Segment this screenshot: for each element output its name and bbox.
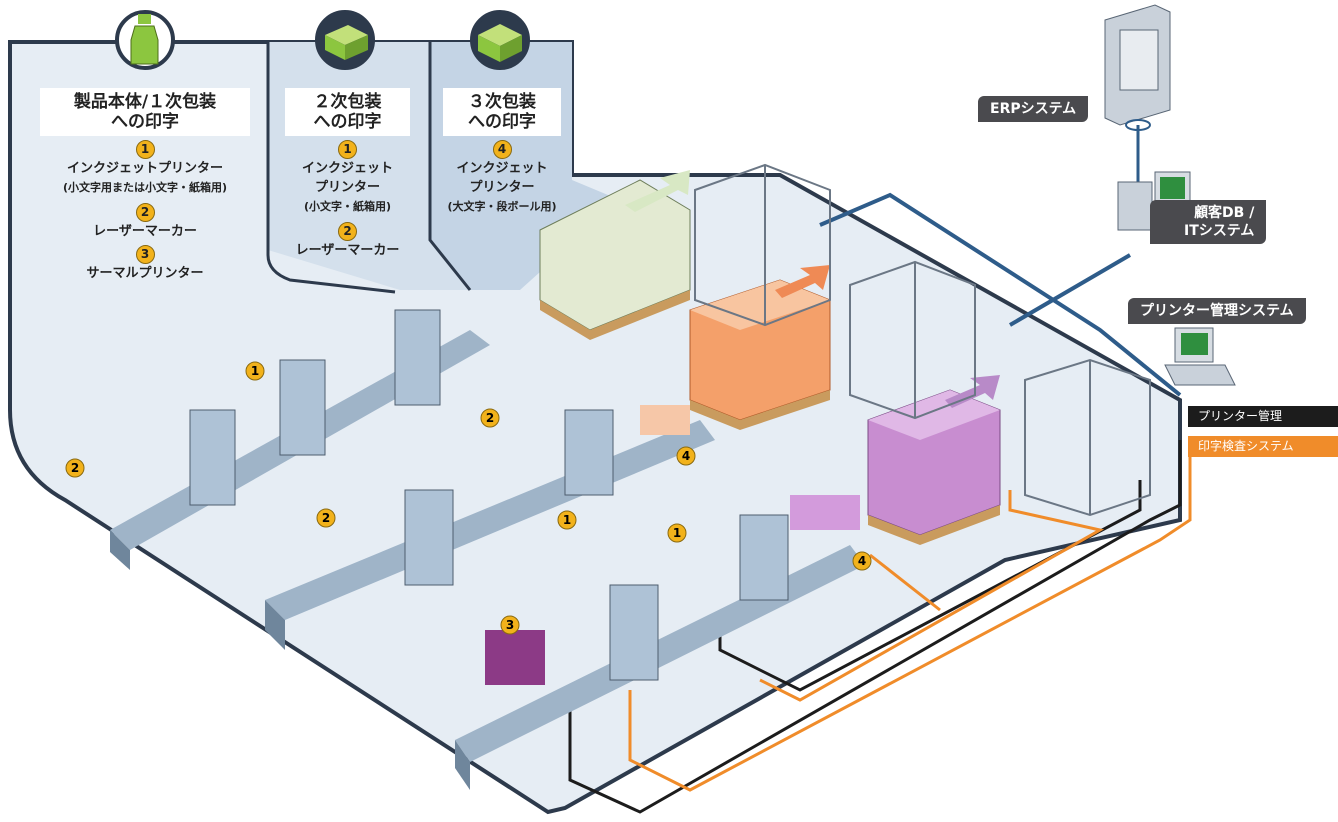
svg-text:3: 3 bbox=[506, 618, 514, 632]
zone1-title: 製品本体/１次包装 への印字 bbox=[40, 88, 250, 136]
svg-text:1: 1 bbox=[251, 364, 259, 378]
marker-1b: 1 bbox=[557, 510, 577, 530]
zone3-item1-num: 4 bbox=[492, 140, 512, 159]
customer-db-server bbox=[1117, 171, 1191, 231]
zone1-item1-num: 1 bbox=[135, 140, 155, 159]
zone3-item1-line3: (大文字・段ボール用) bbox=[447, 200, 557, 213]
zone1-item1-line1: インクジェットプリンター bbox=[66, 161, 223, 176]
pallet-green bbox=[539, 170, 691, 340]
svg-text:2: 2 bbox=[71, 461, 79, 475]
erp-server bbox=[1104, 4, 1171, 185]
printer-mgmt-system-tag: プリンター管理システム bbox=[1128, 298, 1306, 324]
pallet-orange bbox=[689, 265, 831, 430]
network-line-blue bbox=[819, 192, 1182, 397]
marker-1a: 1 bbox=[245, 361, 265, 381]
customer-db-tag: 顧客DB / ITシステム bbox=[1150, 200, 1267, 244]
robot-cell-1 bbox=[694, 163, 831, 327]
zone3-title: ３次包装 への印字 bbox=[443, 88, 561, 136]
marker-4a: 4 bbox=[676, 446, 696, 466]
erp-system-tag: ERPシステム bbox=[978, 96, 1089, 122]
zone2-item1-num: 1 bbox=[338, 140, 357, 159]
bottle-icon bbox=[115, 10, 175, 70]
zone3-item1-line2: プリンター bbox=[469, 180, 535, 195]
marker-1c: 1 bbox=[667, 523, 687, 543]
zone3-item1-line1: インクジェット bbox=[456, 161, 548, 176]
legend-inspection-system: 印字検査システム bbox=[1188, 436, 1338, 457]
marker-group: 1 2 2 2 1 4 1 3 4 bbox=[65, 361, 872, 635]
svg-text:4: 4 bbox=[682, 449, 690, 463]
legend-printer-mgmt: プリンター管理 bbox=[1188, 406, 1338, 427]
zone1-item3-line1: サーマルプリンター bbox=[86, 266, 204, 281]
marker-2a: 2 bbox=[65, 458, 85, 478]
pallet-purple bbox=[867, 375, 1001, 545]
marker-2b: 2 bbox=[480, 408, 500, 428]
network-line-orange bbox=[628, 445, 1192, 792]
marker-4b: 4 bbox=[852, 551, 872, 571]
zone2-item1-line3: (小文字・紙箱用) bbox=[303, 200, 392, 213]
svg-text:1: 1 bbox=[563, 513, 571, 527]
robot-cell-2 bbox=[849, 260, 976, 420]
zone2-item1-line1: インクジェット bbox=[301, 161, 393, 176]
zone2-items: 1 インクジェット プリンター (小文字・紙箱用) 2 レーザーマーカー bbox=[280, 140, 415, 260]
zone1-item2-line1: レーザーマーカー bbox=[93, 224, 197, 239]
marker-3a: 3 bbox=[500, 615, 520, 635]
zone1-item2-num: 2 bbox=[135, 203, 155, 222]
svg-text:2: 2 bbox=[486, 411, 494, 425]
printer-mgmt-pc bbox=[1164, 327, 1236, 386]
zone1-item3-num: 3 bbox=[135, 245, 155, 264]
zone2-item2-num: 2 bbox=[338, 222, 357, 241]
zone3-items: 4 インクジェット プリンター (大文字・段ボール用) bbox=[432, 140, 572, 216]
conveyor-line-2 bbox=[265, 405, 715, 650]
conveyor-line-1 bbox=[110, 309, 490, 570]
network-line-black bbox=[568, 440, 1182, 814]
zone1-items: 1 インクジェットプリンター (小文字用または小文字・紙箱用) 2 レーザーマー… bbox=[30, 140, 260, 283]
svg-text:1: 1 bbox=[673, 526, 681, 540]
box-icon bbox=[315, 10, 375, 70]
marker-2c: 2 bbox=[316, 508, 336, 528]
robot-cell-3 bbox=[1024, 358, 1151, 517]
zone2-item1-line2: プリンター bbox=[314, 180, 380, 195]
zone-divider-2 bbox=[428, 42, 472, 291]
zone2-title: ２次包装 への印字 bbox=[285, 88, 410, 136]
zone-divider-1 bbox=[266, 42, 396, 294]
box-stack-icon bbox=[470, 10, 530, 70]
svg-text:2: 2 bbox=[322, 511, 330, 525]
svg-text:4: 4 bbox=[858, 554, 866, 568]
zone1-item1-line2: (小文字用または小文字・紙箱用) bbox=[62, 181, 228, 194]
zone2-item2-line1: レーザーマーカー bbox=[295, 243, 400, 258]
conveyor-line-3 bbox=[455, 495, 865, 790]
